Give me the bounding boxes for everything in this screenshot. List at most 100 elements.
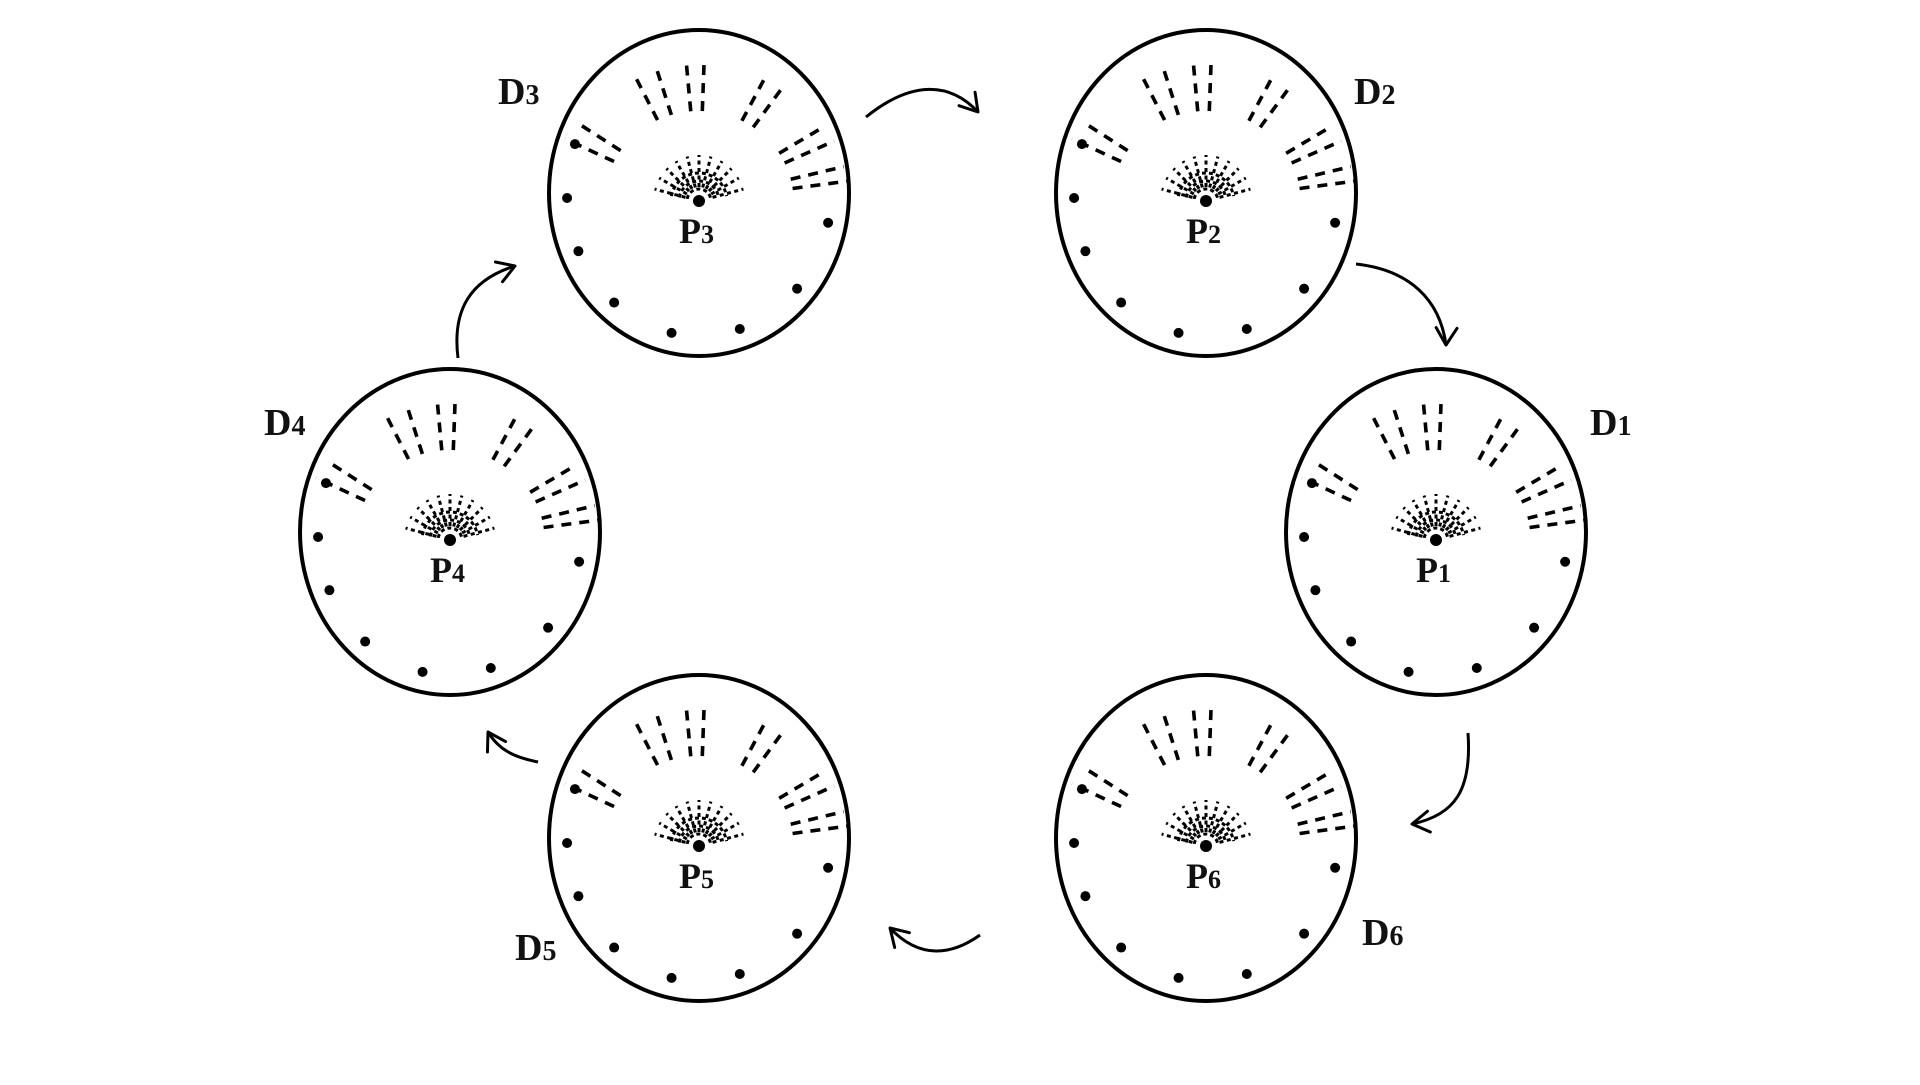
inner-ray	[1211, 160, 1231, 190]
arrowhead-icon	[1410, 809, 1432, 834]
disc-subscript: 1	[1617, 411, 1631, 442]
emission-ray	[1160, 64, 1181, 116]
emission-ray	[435, 398, 444, 451]
emission-ray	[783, 784, 835, 810]
point-subscript: 6	[1208, 865, 1221, 894]
inner-ray	[658, 176, 688, 196]
disc-boundary	[298, 367, 602, 697]
wave-arc	[420, 510, 480, 536]
emission-ray	[451, 398, 458, 451]
wave-arc	[1192, 832, 1220, 845]
emission-ray	[1258, 83, 1293, 129]
disc-boundary	[1054, 673, 1358, 1003]
emitter-point	[1430, 534, 1442, 546]
emission-ray	[1421, 398, 1430, 451]
boundary-dot	[1069, 192, 1080, 203]
emission-ray	[778, 124, 827, 155]
boundary-dot	[1471, 663, 1482, 674]
inner-ray	[1181, 805, 1201, 835]
inner-ray	[461, 515, 491, 535]
arrow-shaft	[1411, 732, 1471, 826]
arrow-shaft	[865, 87, 980, 119]
disc-label-5: D5	[515, 927, 556, 969]
emission-ray	[1520, 478, 1572, 504]
emission-ray	[1527, 503, 1582, 520]
inner-ray	[1181, 160, 1201, 190]
inner-ray	[1172, 167, 1198, 193]
arrow-shaft	[486, 731, 539, 764]
inner-ray	[1214, 812, 1240, 838]
boundary-dot	[1403, 666, 1414, 677]
boundary-dot	[734, 324, 745, 335]
emission-ray	[1297, 164, 1352, 181]
inner-ray	[1422, 495, 1434, 527]
emitter-point	[693, 840, 705, 852]
wave-arc	[685, 187, 713, 200]
emission-ray	[1477, 412, 1506, 461]
boundary-dot	[1310, 585, 1321, 596]
emission-ray	[740, 73, 769, 122]
boundary-dot	[609, 942, 620, 953]
emission-ray	[574, 120, 622, 153]
boundary-dot	[1330, 862, 1341, 873]
inner-ray	[1444, 506, 1470, 532]
emission-ray	[1207, 704, 1214, 757]
arrow-shaft	[888, 926, 981, 953]
emission-ray	[1258, 728, 1293, 774]
emission-ray	[1311, 459, 1359, 492]
emission-ray	[740, 718, 769, 767]
boundary-dot	[1560, 556, 1571, 567]
emission-ray	[383, 411, 411, 460]
inner-ray	[1214, 167, 1240, 193]
arrow-1-6	[1410, 732, 1471, 834]
emission-ray	[574, 765, 622, 798]
disc-subscript: 4	[291, 411, 305, 442]
emission-ray	[1297, 809, 1352, 826]
emission-ray	[700, 704, 707, 757]
boundary-dot	[792, 928, 803, 939]
disc-label-6: D6	[1362, 912, 1403, 954]
boundary-dot	[1069, 837, 1080, 848]
disc-letter: D	[264, 402, 291, 444]
emission-ray	[325, 459, 373, 492]
emission-ray	[1081, 120, 1129, 153]
inner-ray	[1192, 801, 1204, 833]
disc-label-4: D4	[264, 402, 305, 444]
emission-ray	[1290, 784, 1342, 810]
inner-ray	[712, 187, 744, 199]
boundary-dot	[609, 297, 620, 308]
boundary-dot	[313, 531, 324, 542]
emitter-point	[1200, 840, 1212, 852]
emission-ray	[778, 769, 827, 800]
disc-boundary	[547, 28, 851, 358]
emission-ray	[632, 717, 660, 766]
emission-ray	[751, 83, 786, 129]
disc-subscript: 6	[1389, 921, 1403, 952]
arrowhead-icon	[888, 926, 911, 949]
wave-arc	[669, 171, 729, 197]
emission-ray	[783, 139, 835, 165]
emission-ray	[1529, 518, 1584, 530]
emission-ray	[1247, 73, 1276, 122]
arrowhead-icon	[493, 260, 517, 284]
boundary-dot	[573, 246, 584, 257]
emission-ray	[1139, 717, 1167, 766]
inner-ray	[1217, 821, 1247, 841]
boundary-dot	[320, 478, 331, 489]
emission-ray	[792, 179, 847, 191]
emission-ray	[529, 463, 578, 494]
inner-ray	[425, 499, 445, 529]
emission-ray	[1081, 765, 1129, 798]
emitter-point	[444, 534, 456, 546]
boundary-dot	[1241, 969, 1252, 980]
boundary-dot	[1299, 531, 1310, 542]
disc-subscript: 2	[1381, 80, 1395, 111]
inner-ray	[452, 495, 464, 527]
inner-ray	[665, 167, 691, 193]
wave-arc	[436, 526, 464, 539]
boundary-dot	[1076, 784, 1087, 795]
inner-ray	[463, 526, 495, 538]
disc-subscript: 5	[542, 936, 556, 967]
